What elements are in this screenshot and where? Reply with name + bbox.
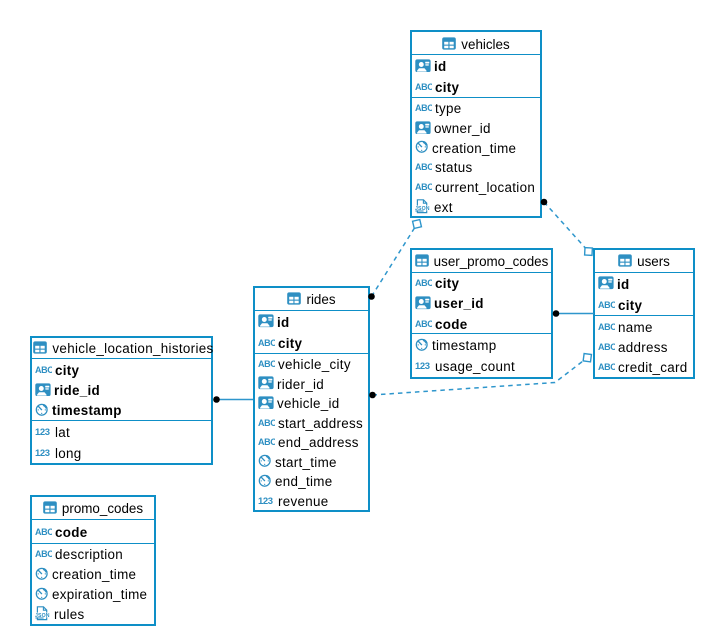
svg-text:ABC: ABC	[35, 365, 52, 375]
svg-text:123: 123	[258, 496, 273, 507]
svg-text:ABC: ABC	[415, 162, 432, 172]
svg-text:ABC: ABC	[258, 418, 275, 428]
svg-text:ABC: ABC	[598, 322, 615, 332]
svg-text:ABC: ABC	[415, 319, 432, 329]
svg-text:123: 123	[415, 361, 430, 372]
svg-text:ABC: ABC	[258, 437, 275, 447]
svg-text:ABC: ABC	[35, 527, 52, 537]
svg-text:ABC: ABC	[35, 549, 52, 559]
svg-text:123: 123	[35, 427, 50, 438]
svg-text:ABC: ABC	[598, 362, 615, 372]
svg-text:ABC: ABC	[415, 82, 432, 92]
svg-text:JSON: JSON	[35, 613, 50, 619]
svg-text:ABC: ABC	[258, 338, 275, 348]
svg-text:ABC: ABC	[598, 342, 615, 352]
svg-text:123: 123	[35, 448, 50, 459]
svg-text:JSON: JSON	[415, 205, 430, 211]
svg-text:ABC: ABC	[415, 182, 432, 192]
svg-text:ABC: ABC	[598, 300, 615, 310]
svg-text:ABC: ABC	[415, 278, 432, 288]
svg-text:ABC: ABC	[415, 103, 432, 113]
svg-text:ABC: ABC	[258, 359, 275, 369]
